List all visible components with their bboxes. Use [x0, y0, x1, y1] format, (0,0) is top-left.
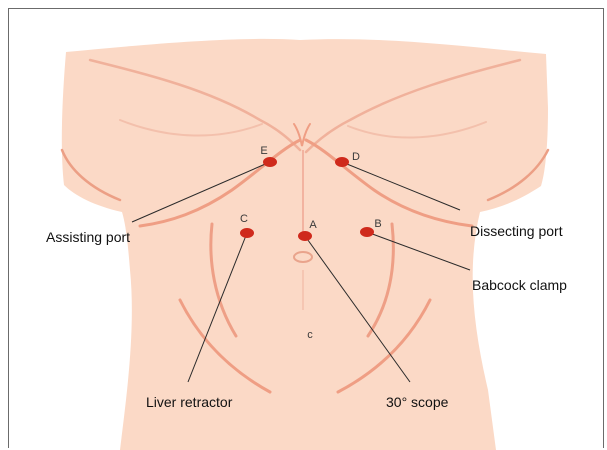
label-babcock-clamp: Babcock clamp — [472, 277, 567, 293]
label-liver-retractor: Liver retractor — [146, 394, 233, 410]
navel-letter: c — [307, 329, 313, 341]
label-30-scope: 30° scope — [386, 394, 449, 410]
torso-body — [62, 39, 548, 450]
label-assisting-port: Assisting port — [46, 229, 130, 245]
port-letter-e: E — [260, 145, 267, 157]
port-letter-d: D — [352, 151, 360, 163]
port-letter-b: B — [374, 218, 381, 230]
port-marker-a — [298, 231, 312, 241]
port-marker-e — [263, 157, 277, 167]
port-letter-a: A — [309, 219, 317, 231]
port-marker-b — [360, 227, 374, 237]
port-marker-d — [335, 157, 349, 167]
port-marker-c — [240, 228, 254, 238]
label-dissecting-port: Dissecting port — [470, 223, 563, 239]
port-letter-c: C — [240, 213, 248, 225]
